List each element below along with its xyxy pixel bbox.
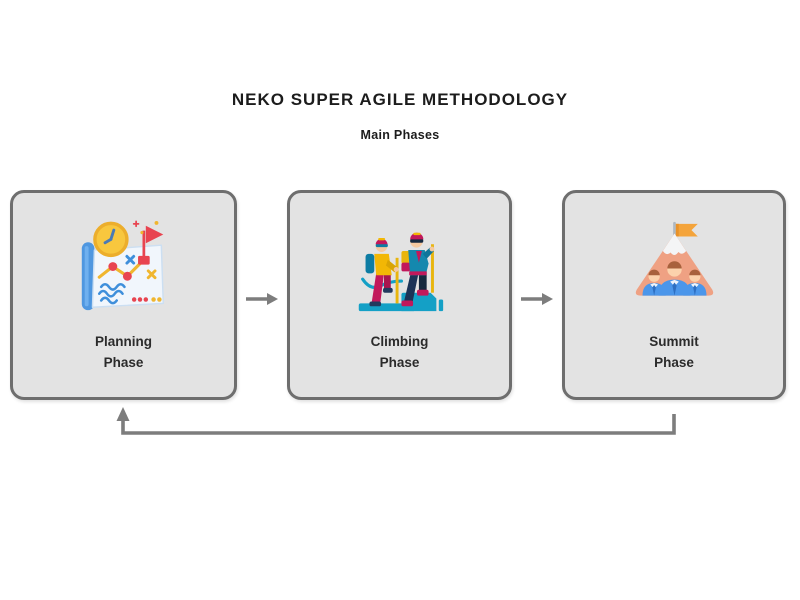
diagram-subtitle: Main Phases: [360, 128, 440, 142]
phase-box-summit: Summit Phase: [562, 190, 786, 400]
phase-label-bottom: Phase: [654, 355, 694, 370]
summit-mountain-flag-icon: [635, 221, 713, 296]
phase-label: Planning Phase: [95, 331, 152, 373]
planning-map-icon: [81, 220, 164, 311]
phase-label-bottom: Phase: [379, 355, 420, 370]
right-arrow-icon: [521, 293, 553, 305]
mountain-climbers-icon: [358, 232, 444, 312]
phase-label-top: Climbing: [370, 334, 429, 349]
right-arrow-icon: [246, 293, 278, 305]
diagram-title: NEKO SUPER AGILE METHODOLOGY: [231, 90, 569, 109]
phase-label-bottom: Phase: [103, 355, 144, 370]
phase-box-climbing: Climbing Phase: [287, 190, 512, 400]
phase-label: Summit Phase: [649, 331, 699, 373]
phase-box-planning: Planning Phase: [10, 190, 237, 400]
phase-label-top: Planning: [95, 334, 152, 349]
phase-label: Climbing Phase: [371, 331, 429, 373]
phase-label-top: Summit: [649, 334, 699, 349]
